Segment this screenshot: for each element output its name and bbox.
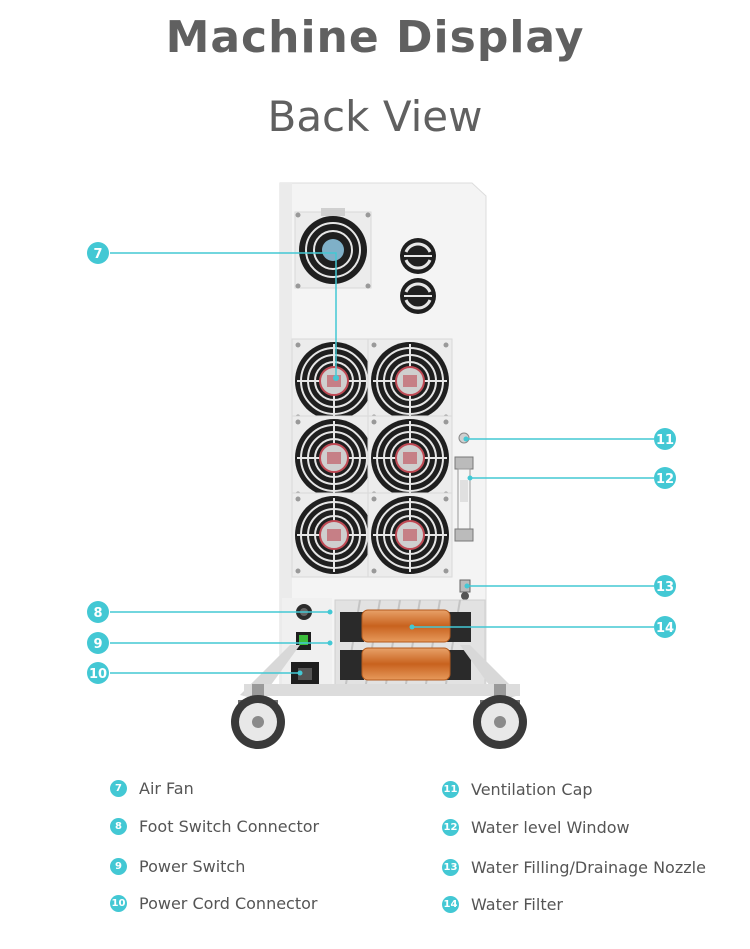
page-title: Machine Display xyxy=(165,12,585,63)
air-fan xyxy=(291,415,377,501)
callout-7: 7 xyxy=(87,242,109,264)
small-vent-fan xyxy=(398,276,438,316)
callout-14: 14 xyxy=(654,616,676,638)
callout-10: 10 xyxy=(87,662,109,684)
air-fan xyxy=(291,492,377,578)
callout-9: 9 xyxy=(87,632,109,654)
water-nozzle xyxy=(459,579,471,600)
page-subtitle: Back View xyxy=(267,92,483,141)
callout-13: 13 xyxy=(654,575,676,597)
svg-text:13: 13 xyxy=(656,580,674,595)
callout-11: 11 xyxy=(654,428,676,450)
air-fan xyxy=(367,338,453,424)
top-air-fan xyxy=(294,208,372,289)
svg-text:7: 7 xyxy=(93,247,102,262)
svg-text:9: 9 xyxy=(93,637,102,652)
svg-text:10: 10 xyxy=(89,667,107,682)
small-vent-fan xyxy=(398,236,438,276)
svg-text:12: 12 xyxy=(656,472,674,487)
air-fan xyxy=(367,415,453,501)
callout-8: 8 xyxy=(87,601,109,623)
water-filter xyxy=(340,609,471,681)
water-level-window xyxy=(454,456,474,542)
svg-text:11: 11 xyxy=(656,433,674,448)
air-fan xyxy=(291,338,377,424)
svg-text:14: 14 xyxy=(656,621,674,636)
svg-text:8: 8 xyxy=(93,606,102,621)
callout-12: 12 xyxy=(654,467,676,489)
air-fan xyxy=(367,492,453,578)
